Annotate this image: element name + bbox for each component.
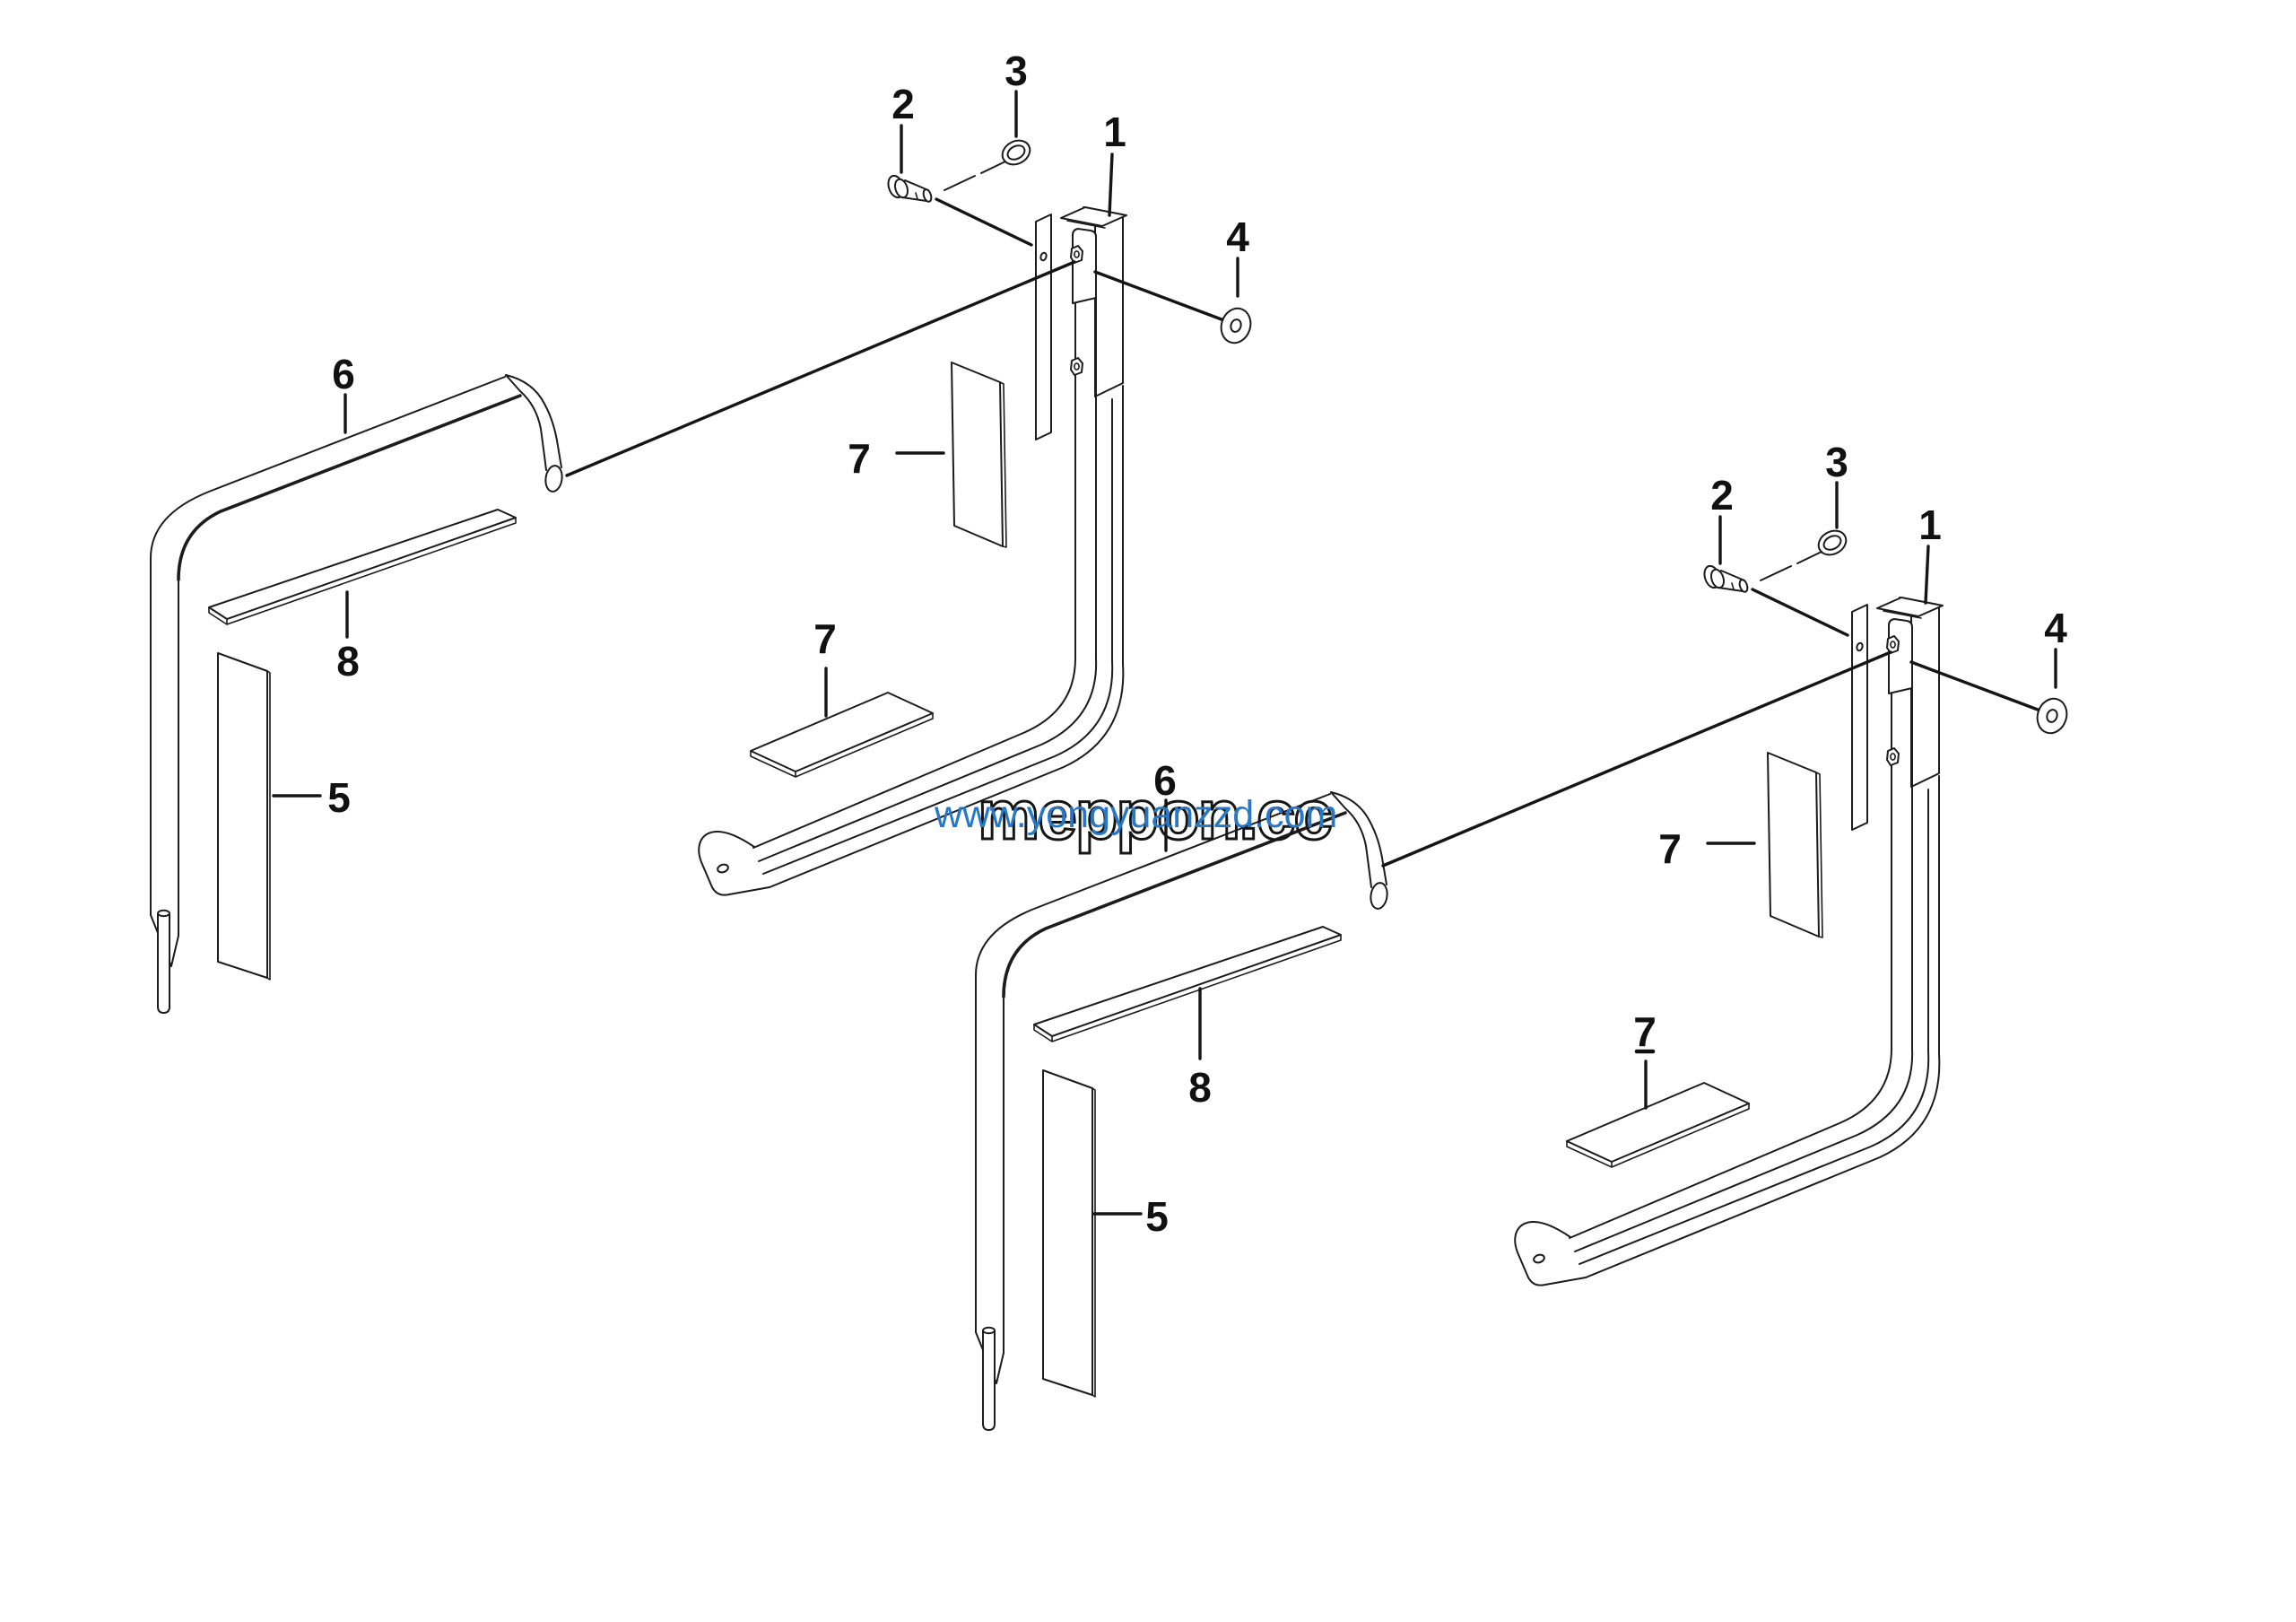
callout-label-3: 3 bbox=[1004, 48, 1028, 94]
callout-leader-1 bbox=[1108, 153, 1114, 217]
callout-leader-1 bbox=[1924, 545, 1930, 605]
frame-assembly-left bbox=[149, 373, 566, 1015]
bracket-assembly-bottom-right bbox=[1514, 525, 2073, 1286]
callout-label-8: 8 bbox=[1188, 1064, 1212, 1111]
connector-line bbox=[1751, 588, 1849, 637]
connector-line bbox=[1381, 650, 1892, 868]
callout-label-7: 7 bbox=[848, 435, 871, 482]
connector-lines bbox=[565, 197, 2039, 868]
callout-label-8: 8 bbox=[336, 638, 360, 685]
connector-line bbox=[935, 197, 1033, 247]
callout-label-2: 2 bbox=[891, 81, 915, 127]
callout-label-1: 1 bbox=[1918, 501, 1942, 548]
callout-label-6: 6 bbox=[1153, 757, 1177, 804]
connector-line bbox=[565, 260, 1076, 477]
callout-label-2: 2 bbox=[1710, 472, 1734, 519]
frame-assembly-center bbox=[974, 790, 1391, 1432]
url-watermark: www.yongyuanzzd.com bbox=[934, 793, 1337, 836]
callout-label-7: 7 bbox=[1658, 825, 1682, 872]
callout-label-6: 6 bbox=[332, 351, 355, 397]
callout-label-7: 7 bbox=[813, 615, 837, 662]
callout-label-4: 4 bbox=[2044, 605, 2067, 651]
connector-line bbox=[1909, 660, 2039, 711]
callout-label-5: 5 bbox=[327, 774, 351, 821]
callout-label-4: 4 bbox=[1226, 214, 1249, 260]
callout-label-3: 3 bbox=[1825, 439, 1848, 485]
connector-line bbox=[1093, 270, 1223, 321]
callout-label-7: 7 bbox=[1633, 1008, 1657, 1055]
callout-label-1: 1 bbox=[1103, 109, 1126, 155]
brand-watermark: meppon.cc bbox=[978, 775, 1331, 854]
callout-label-5: 5 bbox=[1145, 1193, 1169, 1240]
callout-labels: 2 3 1 4 7 7 6 8 5 6 8 5 2 3 1 4 7 7 bbox=[272, 48, 2067, 1240]
